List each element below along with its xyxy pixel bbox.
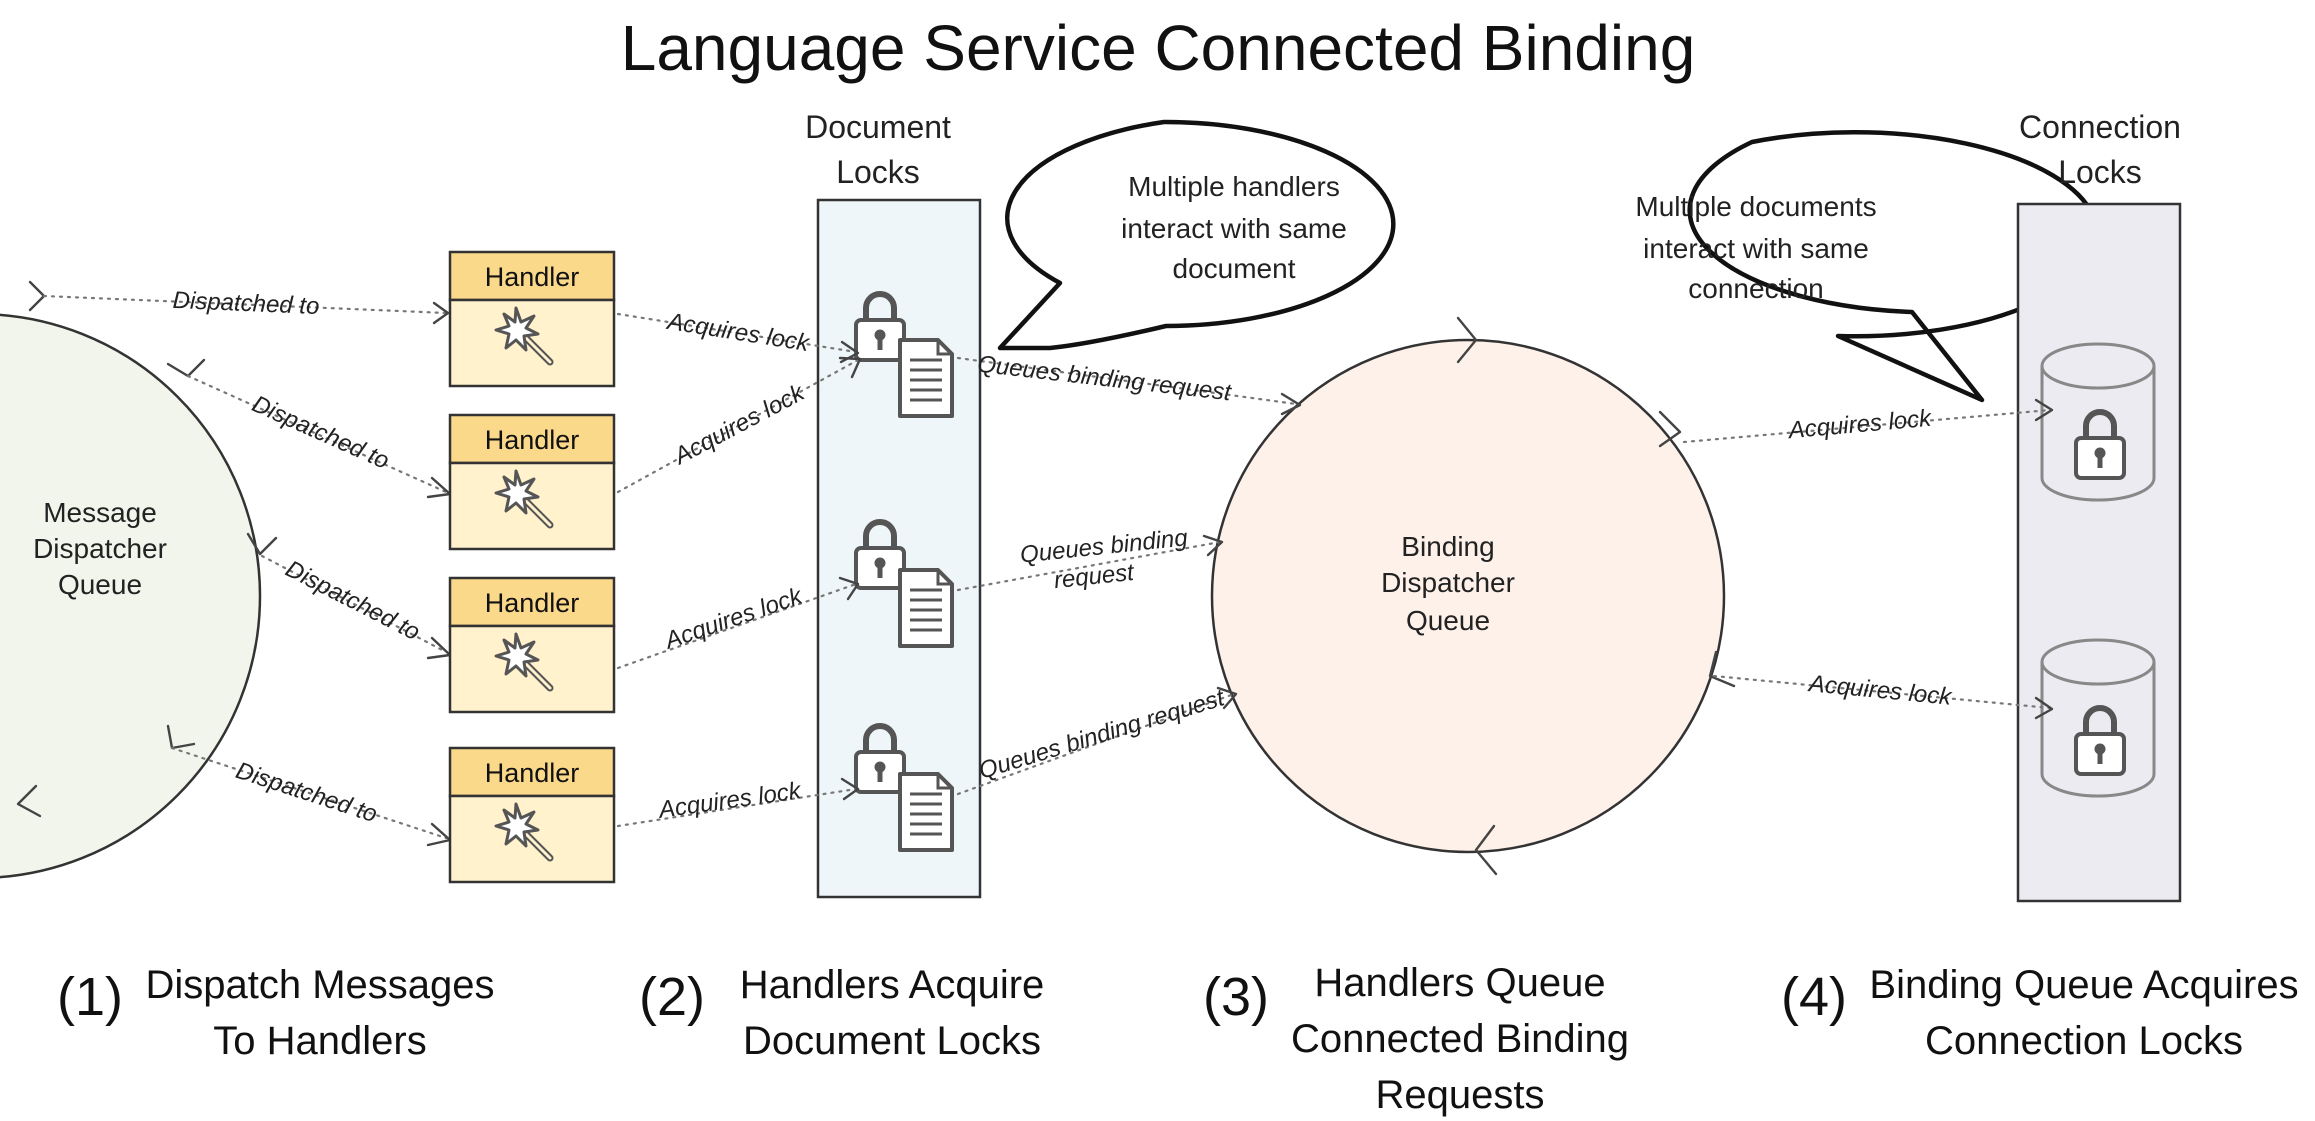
step-3-caption: (3) Handlers Queue Connected Binding Req… [1203, 961, 1629, 1117]
acquires-connection-label-1: Acquires lock [1786, 405, 1935, 445]
queue-arrowhead [1708, 650, 1736, 688]
acquires-connection-label-2: Acquires lock [1806, 670, 1955, 711]
bubble-documents-line-2: interact with same [1121, 213, 1347, 244]
step-2-line-1: Handlers Acquire [740, 963, 1045, 1007]
message-queue-label-line-1: Message [43, 497, 157, 528]
step-2-number: (2) [639, 967, 705, 1027]
acquire-connection-edge-2 [1712, 674, 2052, 710]
step-1-caption: (1) Dispatch Messages To Handlers [57, 963, 495, 1063]
acquires-label-4: Acquires lock [655, 777, 804, 824]
step-1-line-2: To Handlers [213, 1019, 426, 1063]
dispatch-edge-4 [170, 746, 448, 840]
edge-arrowhead [1202, 534, 1224, 557]
dispatched-label-1: Dispatched to [172, 287, 320, 320]
queue-arrowhead [166, 358, 206, 378]
dispatched-label-4: Dispatched to [233, 757, 381, 828]
edge-arrowhead [2034, 398, 2054, 422]
document-locks-header-line-1: Document [805, 109, 951, 145]
edge-arrowhead [432, 301, 450, 325]
queue-arrowhead [246, 532, 278, 556]
bubble-connections-line-3: connection [1688, 273, 1823, 304]
edge-arrowhead [2034, 696, 2054, 720]
dispatch-edge-1 [42, 294, 448, 315]
step-3-line-3: Requests [1376, 1073, 1545, 1117]
message-queue-label-line-3: Queue [58, 569, 142, 600]
step-2-caption: (2) Handlers Acquire Document Locks [639, 963, 1044, 1063]
binding-queue-label-line-2: Dispatcher [1381, 567, 1515, 598]
acquire-edge-2 [616, 358, 860, 494]
acquire-edge-3 [616, 582, 858, 670]
dispatched-label-3: Dispatched to [281, 555, 424, 646]
step-3-line-2: Connected Binding [1291, 1017, 1629, 1061]
dispatched-label-2: Dispatched to [248, 390, 393, 474]
connection-lock-2 [2040, 638, 2156, 798]
queue-arrowhead [1474, 824, 1498, 876]
edge-arrowhead [838, 356, 862, 379]
step-2-line-2: Document Locks [743, 1019, 1041, 1063]
bubble-connections-line-2: interact with same [1643, 233, 1869, 264]
handler-4: Handler [448, 746, 616, 884]
step-4-number: (4) [1781, 967, 1847, 1027]
step-4-line-2: Connection Locks [1925, 1019, 2243, 1063]
acquires-label-3: Acquires lock [660, 582, 808, 655]
document-icon [898, 338, 954, 418]
handler-label: Handler [485, 588, 580, 618]
queues-label-3: Queues binding request [976, 684, 1229, 785]
edge-arrowhead [840, 777, 860, 801]
binding-queue-label-line-3: Queue [1406, 605, 1490, 636]
handler-1: Handler [448, 250, 616, 388]
connection-locks-column: Connection Locks [2016, 109, 2182, 903]
connection-locks-header-line-1: Connection [2019, 109, 2181, 145]
step-4-line-1: Binding Queue Acquires [1869, 963, 2298, 1007]
edge-arrowhead [1280, 392, 1302, 416]
bubble-documents-line-1: Multiple handlers [1128, 171, 1340, 202]
queue-edge-1 [956, 356, 1298, 406]
edge-arrowhead [426, 476, 452, 499]
document-icon [898, 568, 954, 648]
edge-arrowhead [838, 576, 860, 601]
queue-arrowhead [1456, 316, 1478, 364]
step-1-number: (1) [57, 967, 123, 1027]
queue-arrowhead [28, 280, 46, 312]
message-dispatcher-queue: Message Dispatcher Queue [0, 280, 278, 879]
handler-label: Handler [485, 758, 580, 788]
acquire-connection-edge-1 [1682, 408, 2052, 444]
acquires-label-1: Acquires lock [664, 308, 813, 358]
edge-arrowhead [426, 822, 452, 847]
queue-arrowhead [16, 784, 42, 818]
bubble-connections: Multiple documents interact with same co… [1635, 130, 2100, 403]
step-3-number: (3) [1203, 967, 1269, 1027]
step-3-line-1: Handlers Queue [1314, 961, 1605, 1005]
document-locks-header-line-2: Locks [836, 154, 920, 190]
acquire-edge-1 [616, 312, 858, 354]
handler-3: Handler [448, 576, 616, 714]
acquires-label-2: Acquires lock [668, 378, 810, 471]
document-locks-column: Document Locks [805, 109, 982, 899]
acquire-edge-4 [616, 787, 858, 828]
bubble-connections-line-1: Multiple documents [1635, 191, 1876, 222]
binding-queue-label-line-1: Binding [1401, 531, 1494, 562]
handler-label: Handler [485, 425, 580, 455]
diagram-title: Language Service Connected Binding [621, 12, 1696, 84]
bubble-documents: Multiple handlers interact with same doc… [997, 119, 1396, 351]
binding-dispatcher-queue: Binding Dispatcher Queue [1210, 316, 1736, 876]
message-queue-label-line-2: Dispatcher [33, 533, 167, 564]
step-1-line-1: Dispatch Messages [145, 963, 494, 1007]
bubble-documents-line-3: document [1173, 253, 1296, 284]
edge-arrowhead [1216, 686, 1238, 710]
handler-2: Handler [448, 413, 616, 551]
queue-arrowhead [1658, 410, 1682, 448]
step-4-caption: (4) Binding Queue Acquires Connection Lo… [1781, 963, 2299, 1063]
connection-locks-header-line-2: Locks [2058, 154, 2142, 190]
document-icon [898, 772, 954, 852]
handler-label: Handler [485, 262, 580, 292]
dispatch-edge-2 [186, 374, 448, 494]
acquire-connection-edges: Acquires lock Acquires lock [1682, 398, 2054, 720]
dispatch-edge-3 [260, 554, 448, 654]
queue-edge-3 [956, 692, 1236, 796]
queues-label-1: Queues binding request [976, 351, 1234, 407]
connection-lock-1 [2040, 342, 2156, 502]
